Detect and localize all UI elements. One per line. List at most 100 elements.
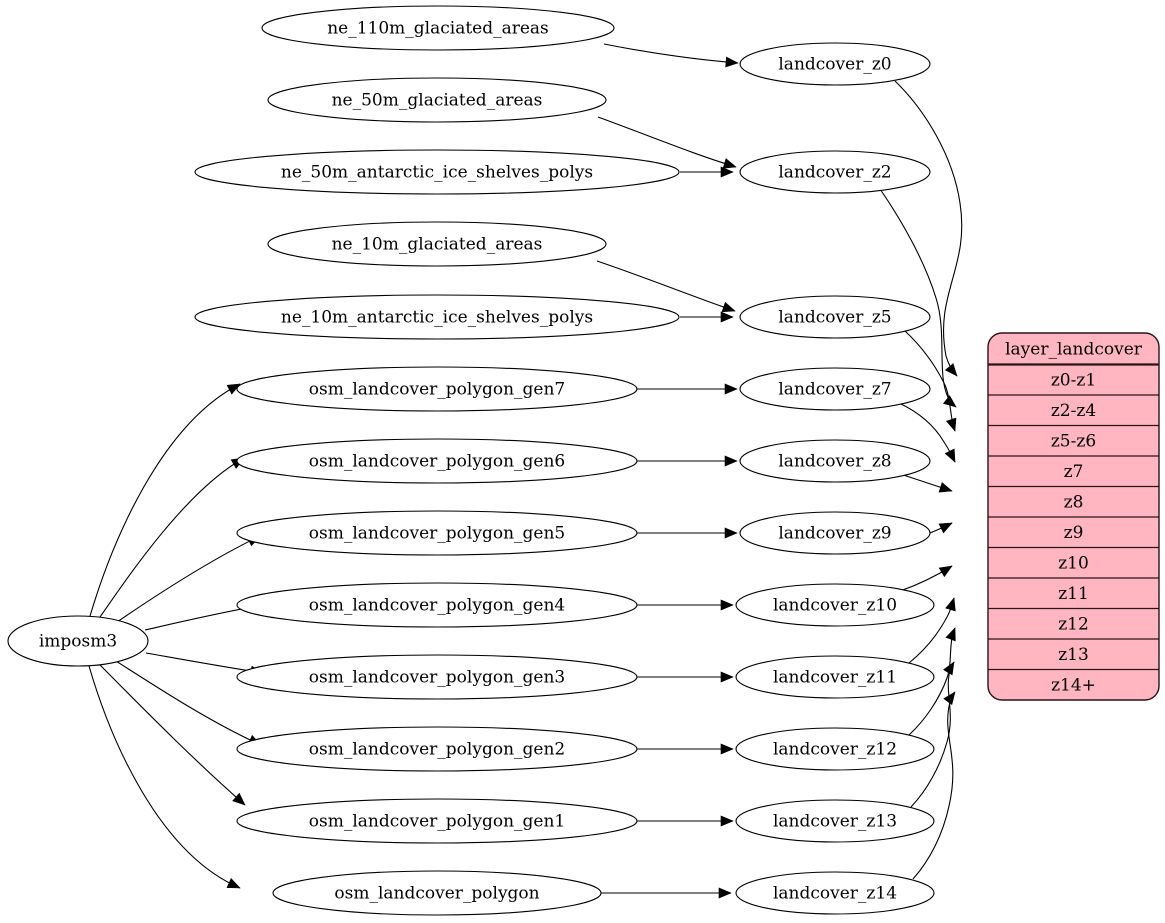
- node-osm_landcover_polygon_gen2[interactable]: osm_landcover_polygon_gen2: [236, 726, 638, 772]
- node-shape: [236, 726, 638, 772]
- arrowhead-icon: [232, 792, 246, 806]
- arrowhead-icon: [725, 56, 739, 68]
- node-landcover_z5[interactable]: landcover_z5: [739, 295, 931, 339]
- node-label: landcover_z12: [773, 740, 897, 760]
- node-landcover_z0[interactable]: landcover_z0: [739, 42, 931, 86]
- node-shape: [739, 439, 931, 483]
- arrowhead-icon: [724, 383, 738, 395]
- edge-landcover_z9-to-z9: [929, 522, 953, 534]
- arrowhead-icon: [945, 597, 956, 612]
- node-landcover_z12[interactable]: landcover_z12: [735, 727, 935, 771]
- arrowhead-icon: [945, 417, 957, 432]
- edge-landcover_z8-to-z8: [899, 473, 953, 493]
- table-row-label: z8: [1064, 492, 1084, 512]
- node-shape: [194, 294, 680, 340]
- edge-imposm3-to-osm_landcover_polygon: [88, 665, 241, 889]
- edge-line: [116, 535, 261, 623]
- node-label: landcover_z14: [773, 884, 897, 904]
- node-label: ne_110m_glaciated_areas: [327, 19, 549, 39]
- table-row-label: z2-z4: [1051, 401, 1096, 421]
- nodes-layer: ne_110m_glaciated_areas ne_50m_glaciated_…: [7, 5, 935, 916]
- edge-osm_landcover_polygon_gen5-to-landcover_z9: [637, 527, 738, 539]
- table-row-label: z14+: [1051, 675, 1096, 695]
- node-landcover_z8[interactable]: landcover_z8: [739, 439, 931, 483]
- node-label: landcover_z0: [778, 55, 891, 75]
- node-label: osm_landcover_polygon_gen3: [309, 668, 565, 688]
- node-landcover_z11[interactable]: landcover_z11: [735, 655, 935, 699]
- layer-landcover-table: layer_landcoverz0-z1z2-z4z5-z6z7z8z9z10z…: [987, 332, 1160, 701]
- node-shape: [194, 149, 680, 195]
- edge-landcover_z0-to-z0-z1: [894, 80, 963, 377]
- arrowhead-icon: [721, 301, 736, 313]
- edge-line: [596, 260, 736, 312]
- edge-osm_landcover_polygon_gen1-to-landcover_z13: [637, 815, 734, 827]
- table-row-label: z11: [1058, 584, 1089, 604]
- node-label: osm_landcover_polygon: [334, 884, 539, 904]
- node-landcover_z2[interactable]: landcover_z2: [739, 150, 931, 194]
- edge-line: [603, 43, 739, 64]
- node-shape: [739, 150, 931, 194]
- node-shape: [236, 366, 638, 412]
- arrowhead-icon: [724, 455, 738, 467]
- node-shape: [267, 221, 607, 267]
- node-osm_landcover_polygon_gen1[interactable]: osm_landcover_polygon_gen1: [236, 798, 638, 844]
- node-osm_landcover_polygon_gen4[interactable]: osm_landcover_polygon_gen4: [236, 582, 638, 628]
- node-osm_landcover_polygon_gen3[interactable]: osm_landcover_polygon_gen3: [236, 654, 638, 700]
- node-shape: [735, 727, 935, 771]
- node-ne_50m_antarctic_ice_shelves_polys[interactable]: ne_50m_antarctic_ice_shelves_polys: [194, 149, 680, 195]
- node-ne_50m_glaciated_areas[interactable]: ne_50m_glaciated_areas: [267, 77, 607, 123]
- node-label: osm_landcover_polygon_gen1: [309, 812, 565, 832]
- node-landcover_z13[interactable]: landcover_z13: [735, 799, 935, 843]
- node-shape: [267, 77, 607, 123]
- arrowhead-icon: [938, 522, 953, 534]
- node-shape: [7, 615, 149, 667]
- node-label: landcover_z5: [778, 308, 891, 328]
- node-osm_landcover_polygon_gen5[interactable]: osm_landcover_polygon_gen5: [236, 510, 638, 556]
- node-label: ne_10m_glaciated_areas: [332, 235, 543, 255]
- edge-line: [597, 116, 737, 168]
- node-landcover_z10[interactable]: landcover_z10: [735, 583, 935, 627]
- arrowhead-icon: [718, 887, 732, 899]
- edge-landcover_z10-to-z10: [899, 565, 953, 592]
- node-landcover_z9[interactable]: landcover_z9: [739, 511, 931, 555]
- arrowhead-icon: [226, 877, 241, 889]
- node-ne_10m_glaciated_areas[interactable]: ne_10m_glaciated_areas: [267, 221, 607, 267]
- node-label: landcover_z7: [778, 380, 891, 400]
- node-landcover_z14[interactable]: landcover_z14: [735, 871, 935, 915]
- edge-osm_landcover_polygon_gen3-to-landcover_z11: [637, 671, 734, 683]
- node-ne_110m_glaciated_areas[interactable]: ne_110m_glaciated_areas: [261, 5, 615, 51]
- table-row-label: z9: [1064, 523, 1084, 543]
- node-osm_landcover_polygon[interactable]: osm_landcover_polygon: [272, 870, 602, 916]
- table-row-label: z7: [1064, 462, 1084, 482]
- edge-line: [89, 383, 241, 617]
- arrowhead-icon: [720, 743, 734, 755]
- node-label: landcover_z2: [778, 163, 891, 183]
- node-shape: [261, 5, 615, 51]
- arrowhead-icon: [720, 815, 734, 827]
- edge-osm_landcover_polygon_gen6-to-landcover_z8: [637, 455, 738, 467]
- edge-landcover_z5-to-z5-z6: [904, 330, 957, 432]
- edge-landcover_z11-to-z11: [908, 597, 956, 664]
- node-osm_landcover_polygon_gen7[interactable]: osm_landcover_polygon_gen7: [236, 366, 638, 412]
- edge-ne_110m_glaciated_areas-to-landcover_z0: [603, 43, 739, 68]
- node-shape: [236, 582, 638, 628]
- edge-line: [97, 457, 245, 621]
- table-row-label: z10: [1058, 553, 1089, 573]
- edge-line: [115, 660, 262, 746]
- node-label: ne_50m_glaciated_areas: [332, 91, 543, 111]
- node-ne_10m_antarctic_ice_shelves_polys[interactable]: ne_10m_antarctic_ice_shelves_polys: [194, 294, 680, 340]
- edge-imposm3-to-osm_landcover_polygon_gen1: [96, 661, 246, 806]
- node-landcover_z7[interactable]: landcover_z7: [739, 367, 931, 411]
- node-osm_landcover_polygon_gen6[interactable]: osm_landcover_polygon_gen6: [236, 438, 638, 484]
- node-label: osm_landcover_polygon_gen6: [309, 452, 565, 472]
- edge-line: [904, 330, 956, 432]
- node-label: landcover_z13: [773, 812, 897, 832]
- node-label: landcover_z9: [778, 524, 891, 544]
- node-label: landcover_z11: [773, 668, 897, 688]
- edge-line: [96, 661, 246, 806]
- arrowhead-icon: [720, 166, 734, 178]
- node-label: imposm3: [39, 632, 117, 652]
- node-imposm3[interactable]: imposm3: [7, 615, 149, 667]
- node-shape: [735, 799, 935, 843]
